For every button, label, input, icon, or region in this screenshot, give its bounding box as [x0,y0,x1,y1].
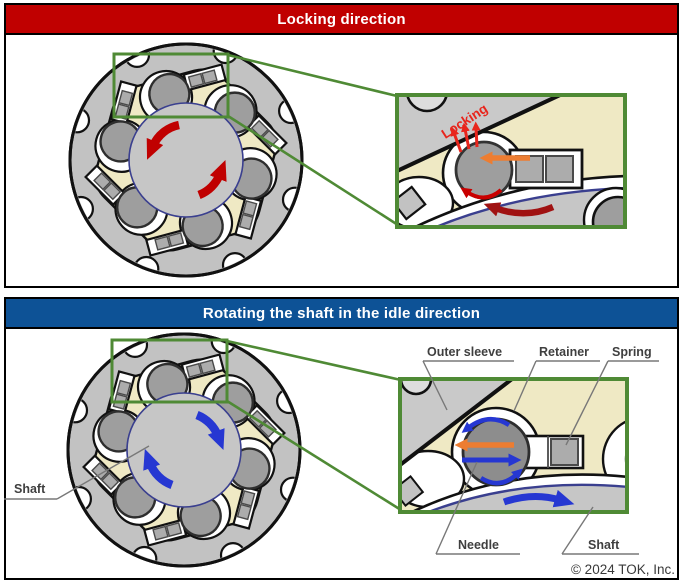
idle-panel: Rotating the shaft in the idle direction [4,297,679,580]
locking-panel: Locking direction [4,3,679,288]
locking-header: Locking direction [6,5,677,35]
locking-title: Locking direction [277,10,406,28]
idle-title: Rotating the shaft in the idle direction [202,304,481,322]
idle-header: Rotating the shaft in the idle direction [6,299,677,329]
